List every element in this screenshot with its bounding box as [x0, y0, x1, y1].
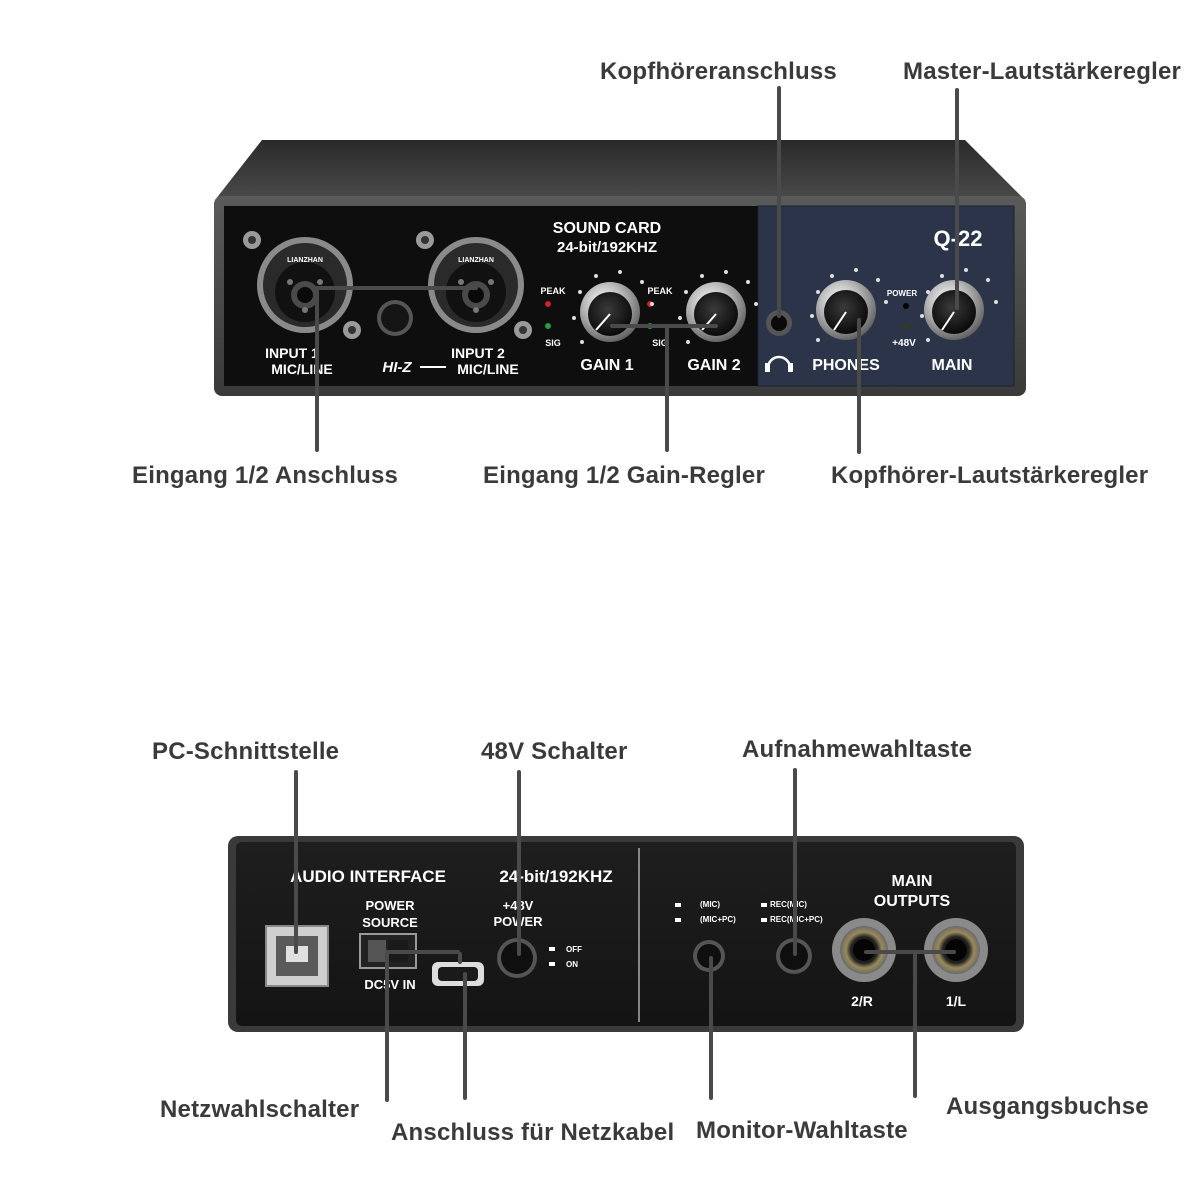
callout-headphone-jack: Kopfhöreranschluss [600, 58, 837, 85]
input2-label-a: INPUT 2 [451, 345, 505, 361]
sig-label-2: SIG [652, 338, 668, 348]
callout-power-select: Netzwahlschalter [160, 1096, 360, 1123]
input1-xlr-jack [243, 231, 361, 339]
leader-headphone-jack [777, 86, 781, 318]
leader-power-cable [463, 972, 467, 1100]
front-top-shell [215, 140, 1025, 200]
callout-power-cable: Anschluss für Netzkabel [391, 1119, 675, 1146]
leader-dc-bridge-b [458, 952, 462, 964]
leader-pc-interface [294, 770, 298, 954]
leader-dc-bridge-a [420, 950, 460, 954]
mon-micpc-label: (MIC+PC) [700, 915, 736, 924]
front-spec-label: 24-bit/192KHZ [557, 239, 657, 256]
sound-card-label: SOUND CARD [553, 220, 661, 237]
power-label: POWER [887, 289, 917, 298]
leader-input-jack-bridge [315, 286, 478, 290]
input2-label-b: MIC/LINE [457, 361, 518, 377]
p48-led [903, 323, 909, 329]
front-panel: SOUND CARD 24-bit/192KHZ Q-22 LIANZHAN L… [214, 140, 1026, 396]
callout-pc-interface: PC-Schnittstelle [152, 738, 340, 765]
gain2-label: GAIN 2 [687, 357, 740, 374]
on-label: ON [566, 960, 578, 969]
gain1-scale [572, 270, 654, 344]
back-spec-label: 24-bit/192KHZ [499, 867, 612, 886]
main-label: MAIN [932, 357, 973, 374]
callout-record-select: Aufnahmewahltaste [742, 736, 973, 763]
phones-scale [810, 268, 888, 342]
back-face [236, 842, 1016, 1026]
peak-label-2: PEAK [647, 286, 673, 296]
out-1l-label: 1/L [946, 993, 967, 1009]
callout-monitor-select: Monitor-Wahltaste [696, 1117, 908, 1144]
xlr1-brand: LIANZHAN [287, 257, 323, 264]
peak-label-1: PEAK [540, 286, 566, 296]
peak-led-1 [545, 301, 551, 307]
audio-interface-label: AUDIO INTERFACE [290, 867, 446, 886]
leader-power-select [385, 952, 389, 1102]
main-outputs-b: OUTPUTS [874, 893, 951, 910]
rec-mic-label: REC(MIC) [770, 900, 807, 909]
leader-48v [517, 770, 521, 956]
sig-led-1 [545, 323, 551, 329]
mon-mic-label: (MIC) [700, 900, 720, 909]
hiz-label: HI-Z [382, 359, 412, 376]
power-source-a: POWER [365, 898, 415, 913]
leader-record-select [793, 768, 797, 956]
leader-input-gain [665, 326, 669, 452]
callout-48v-switch: 48V Schalter [481, 738, 628, 765]
leader-power-select-bridge [385, 950, 445, 954]
input2-xlr-jack [416, 231, 532, 339]
back-panel: AUDIO INTERFACE 24-bit/192KHZ POWER SOUR… [228, 836, 1024, 1032]
input1-label-a: INPUT 1 [265, 345, 319, 361]
main-outputs-a: MAIN [892, 873, 933, 890]
leader-input-jack [315, 288, 319, 452]
callout-input-gain: Eingang 1/2 Gain-Regler [483, 462, 765, 489]
main-scale [920, 268, 998, 342]
xlr2-brand: LIANZHAN [458, 257, 494, 264]
power-led [903, 303, 909, 309]
power-source-b: SOURCE [362, 915, 418, 930]
leader-input-gain-bridge [610, 324, 718, 328]
leader-monitor-select [709, 956, 713, 1100]
p48-label: +48V [892, 338, 916, 349]
sig-label-1: SIG [545, 338, 561, 348]
leader-output-jack-bridge [864, 950, 956, 954]
leader-headphone-volume [857, 318, 861, 454]
gain1-label: GAIN 1 [580, 357, 633, 374]
callout-output-jack: Ausgangsbuchse [946, 1093, 1149, 1120]
callout-input-jack: Eingang 1/2 Anschluss [132, 462, 399, 489]
callout-headphone-volume: Kopfhörer-Lautstärkeregler [831, 462, 1149, 489]
dc-in-label: DC5V IN [364, 977, 415, 992]
off-label: OFF [566, 945, 582, 954]
input1-label-b: MIC/LINE [271, 361, 332, 377]
leader-master-volume [955, 88, 959, 310]
out-2r-label: 2/R [851, 993, 873, 1009]
gain2-scale [678, 270, 758, 344]
leader-output-jack [913, 952, 917, 1098]
callout-master-volume: Master-Lautstärkeregler [903, 58, 1182, 85]
phones-label: PHONES [812, 357, 880, 374]
